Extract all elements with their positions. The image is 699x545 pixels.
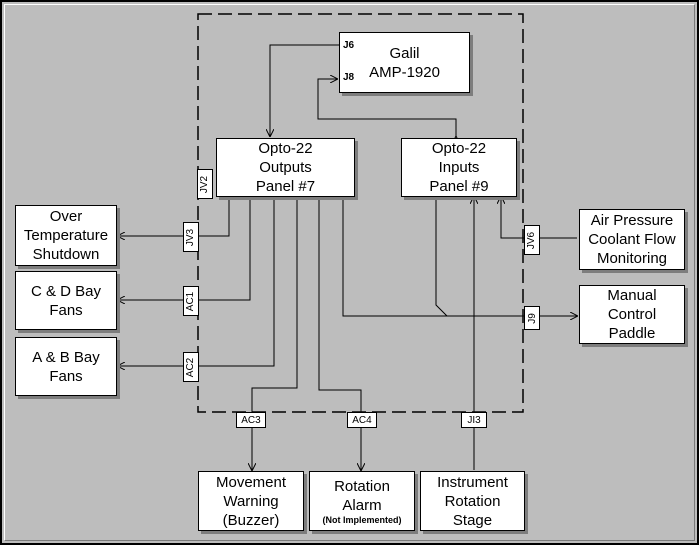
- over-temp-line-3: Shutdown: [32, 246, 100, 263]
- stage-line-1: Instrument: [437, 473, 508, 491]
- line-inputs-galil-j8: [317, 79, 456, 137]
- galil-j8-label: J8: [343, 72, 355, 83]
- alarm-line-2: Alarm: [342, 496, 382, 514]
- air-line-3: Monitoring: [596, 250, 668, 267]
- stage-line-3: Stage: [452, 511, 493, 529]
- connector-ac4: AC4: [347, 412, 377, 428]
- cd-fans-line-2: Fans: [49, 301, 83, 319]
- instrument-rotation-stage-box: Instrument Rotation Stage: [420, 471, 525, 531]
- stage-line-2: Rotation: [444, 492, 501, 510]
- outputs-line-1: Opto-22: [258, 140, 313, 157]
- rotation-alarm-box: Rotation Alarm (Not Implemented): [309, 471, 415, 531]
- inputs-panel-box: Opto-22 Inputs Panel #9: [401, 138, 517, 197]
- outputs-line-3: Panel #7: [255, 178, 316, 195]
- alarm-line-1: Rotation: [334, 477, 390, 495]
- line-air-inputs: [501, 197, 577, 239]
- cd-bay-fans-box: C & D Bay Fans: [15, 271, 117, 330]
- over-temp-line-1: Over: [49, 208, 83, 225]
- ab-fans-line-1: A & B Bay: [32, 348, 100, 366]
- outputs-panel-box: Opto-22 Outputs Panel #7: [216, 138, 355, 197]
- cd-fans-line-1: C & D Bay: [30, 282, 102, 300]
- line-over-temp: [118, 197, 229, 236]
- connector-ac1: AC1: [183, 286, 199, 316]
- galil-amp-box: Galil AMP-1920: [339, 32, 470, 93]
- over-temp-line-2: Temperature: [23, 227, 109, 244]
- connector-jv2: JV2: [197, 169, 213, 199]
- movement-line-2: Warning: [223, 492, 279, 510]
- line-movement-warning: [252, 197, 297, 470]
- line-rotation-alarm: [319, 197, 361, 470]
- movement-line-3: (Buzzer): [222, 511, 280, 529]
- movement-warning-box: Movement Warning (Buzzer): [198, 471, 304, 531]
- air-pressure-box: Air Pressure Coolant Flow Monitoring: [579, 209, 685, 270]
- galil-j6-label: J6: [343, 40, 355, 51]
- line-outputs-paddle: [343, 197, 577, 316]
- air-line-1: Air Pressure: [590, 212, 674, 229]
- connector-ac3: AC3: [236, 412, 266, 428]
- outputs-line-2: Outputs: [259, 159, 312, 176]
- movement-line-1: Movement: [215, 473, 287, 491]
- manual-control-paddle-box: Manual Control Paddle: [579, 285, 685, 344]
- paddle-line-1: Manual: [607, 287, 657, 304]
- galil-model: AMP-1920: [369, 63, 440, 81]
- paddle-line-2: Control: [607, 306, 657, 323]
- inputs-line-2: Inputs: [438, 159, 480, 176]
- alarm-note: (Not Implemented): [322, 514, 402, 525]
- inputs-line-1: Opto-22: [431, 140, 487, 157]
- connector-jv3: JV3: [183, 222, 199, 252]
- window-bevel: [4, 4, 695, 541]
- ab-bay-fans-box: A & B Bay Fans: [15, 337, 117, 396]
- line-inputs-paddle: [436, 197, 448, 317]
- inputs-line-3: Panel #9: [429, 178, 489, 195]
- paddle-line-3: Paddle: [608, 325, 656, 342]
- connector-j9: J9: [524, 306, 540, 330]
- galil-title: Galil: [389, 44, 420, 62]
- connector-jv6: JV6: [524, 225, 540, 255]
- air-line-2: Coolant Flow: [588, 231, 676, 248]
- line-galil-j6-outputs: [270, 45, 340, 136]
- ab-fans-line-2: Fans: [49, 367, 83, 385]
- over-temperature-box: Over Temperature Shutdown: [15, 205, 117, 266]
- connector-ji3: JI3: [461, 412, 487, 428]
- connector-ac2: AC2: [183, 352, 199, 382]
